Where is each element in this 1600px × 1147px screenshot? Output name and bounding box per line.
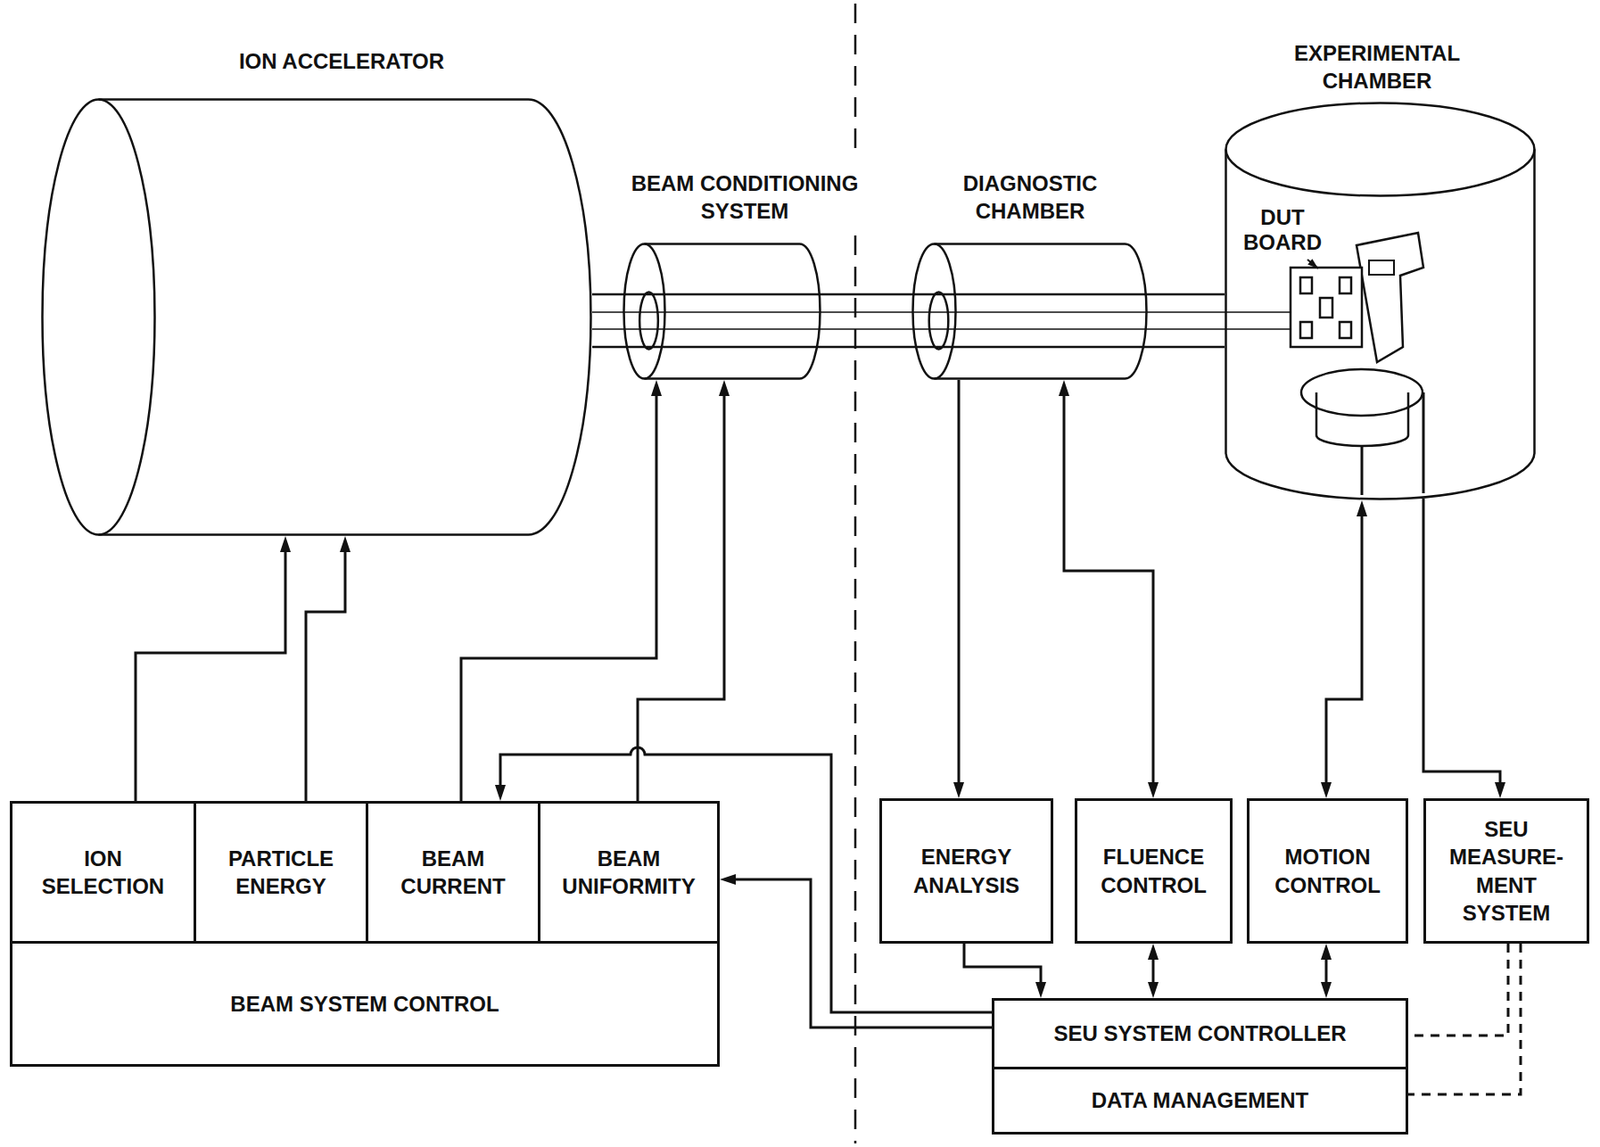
beam-pipe: [592, 293, 1225, 297]
connector: [1408, 943, 1509, 1036]
connector: [1408, 943, 1521, 1095]
beam-line: [592, 328, 1291, 330]
cylinder-outline: [1226, 103, 1535, 500]
chip-symbol: [1300, 277, 1312, 294]
box-label: SEU SYSTEM CONTROLLER: [1004, 1019, 1397, 1048]
cylinder-end: [42, 99, 156, 536]
chip-symbol: [1339, 277, 1352, 294]
mount-ring: [1301, 369, 1423, 416]
cylinder-outline: [1224, 101, 1536, 501]
chip-symbol: [1339, 321, 1352, 339]
accelerator-cylinder: ION ACCELERATOR: [41, 98, 593, 537]
divider-line: [854, 3, 858, 157]
conditioning-cylinder: BEAM CONDITIONING SYSTEM: [622, 242, 822, 380]
control-box: ENERGY ANALYSIS: [879, 798, 1054, 944]
heading-label: DIAGNOSTIC CHAMBER: [940, 169, 1120, 225]
connector: [957, 379, 961, 792]
control-panel: BEAM SYSTEM CONTROL ION SELECTION PARTICLE…: [9, 800, 720, 1067]
cylinder-body: [644, 244, 821, 380]
cylinder-end: [913, 244, 957, 380]
connector: [637, 387, 725, 801]
cylinder-outline: [41, 98, 593, 537]
controller-box: DATA MANAGEMENT: [991, 1066, 1409, 1135]
cylinder-outline: [622, 242, 822, 380]
connector: [1326, 507, 1362, 792]
control-box: BEAM UNIFORMITY: [537, 800, 720, 944]
chip-symbol: [1319, 297, 1333, 318]
connector: [461, 387, 657, 801]
beam-pipe: [592, 346, 1225, 349]
wire: [1360, 440, 1364, 495]
cylinder-body: [1226, 149, 1535, 500]
box-label: BEAM UNIFORMITY: [548, 844, 710, 900]
cylinder-top: [1226, 103, 1535, 197]
connector: [1152, 950, 1155, 991]
mount-block: [1369, 260, 1394, 275]
box-label: ION SELECTION: [36, 844, 171, 900]
connector: [305, 543, 346, 801]
heading-label: BEAM CONDITIONING SYSTEM: [615, 169, 875, 225]
controller-box: SEU SYSTEM CONTROLLER: [991, 997, 1409, 1070]
leader-line: [1307, 259, 1319, 269]
box-label: FLUENCE CONTROL: [1087, 842, 1221, 899]
control-box: PARTICLE ENERGY: [193, 800, 369, 944]
connector: [1063, 387, 1154, 792]
box-label: DATA MANAGEMENT: [1004, 1086, 1397, 1114]
cylinder-outline: [913, 244, 1147, 380]
box-label: ENERGY ANALYSIS: [899, 842, 1034, 899]
control-box: SEU MEASURE- MENT SYSTEM: [1423, 798, 1590, 944]
chamber-cylinder: EXPERIMENTAL CHAMBER: [1224, 101, 1536, 501]
control-box: ION SELECTION: [9, 800, 197, 944]
control-box: FLUENCE CONTROL: [1074, 798, 1233, 944]
control-box: BEAM CURRENT: [365, 800, 541, 944]
cylinder-end: [624, 244, 666, 380]
box-label: PARTICLE ENERGY: [205, 844, 357, 900]
box-label: BEAM CURRENT: [386, 844, 520, 900]
box-label: MOTION CONTROL: [1261, 842, 1395, 899]
chip-symbol: [1300, 321, 1312, 339]
box-label: BEAM SYSTEM CONTROL: [12, 943, 718, 1064]
diagnostic-cylinder: DIAGNOSTIC CHAMBER: [911, 242, 1148, 380]
heading-label: EXPERIMENTAL CHAMBER: [1265, 39, 1489, 95]
mount-post: [1316, 392, 1409, 446]
wire: [1422, 392, 1426, 494]
cylinder-outline: [911, 242, 1148, 380]
connector: [964, 943, 1041, 991]
pipe-opening: [639, 292, 659, 350]
cylinder-outline: [624, 244, 821, 380]
control-box: MOTION CONTROL: [1246, 798, 1409, 944]
beam-line: [592, 311, 1291, 314]
heading-label: ION ACCELERATOR: [163, 47, 520, 75]
connector: [1423, 498, 1501, 792]
connector: [1325, 950, 1328, 991]
dut-board: [1290, 267, 1362, 347]
mount-bracket: [1356, 232, 1424, 363]
box-label: SEU MEASURE- MENT SYSTEM: [1443, 815, 1569, 927]
divider-line: [854, 235, 858, 1144]
callout-label: DUT BOARD: [1237, 205, 1328, 256]
pipe-opening: [929, 292, 949, 350]
connector: [135, 543, 286, 801]
cylinder-body: [934, 244, 1147, 380]
cylinder-outline: [42, 99, 592, 536]
cylinder-body: [98, 99, 592, 536]
